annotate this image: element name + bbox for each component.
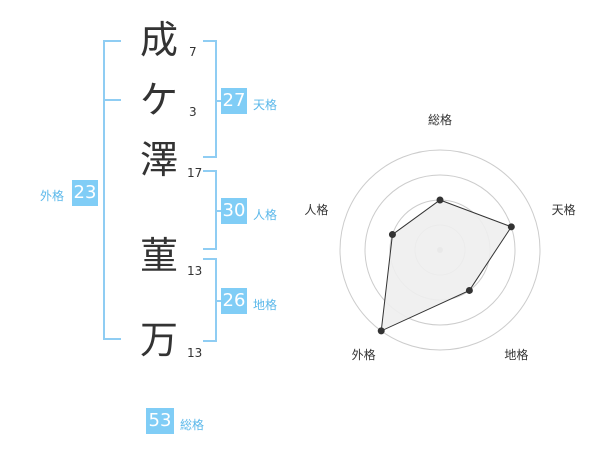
gaikaku-bracket-tick <box>103 99 121 101</box>
gaikaku-bracket <box>103 40 121 340</box>
chikaku-bracket-tick <box>215 300 222 302</box>
radar-points <box>377 196 515 335</box>
stroke-count-3: 17 <box>187 166 203 180</box>
name-char-5: 万 <box>140 318 179 362</box>
stroke-count-1: 7 <box>189 45 197 59</box>
radar-polygon <box>380 199 513 332</box>
radar-axis-label-4: 人格 <box>304 202 328 217</box>
tenkaku-label: 天格 <box>253 98 278 112</box>
stroke-count-2: 3 <box>189 105 197 119</box>
stroke-count-4: 13 <box>187 264 203 278</box>
radar-axis-label-0: 総格 <box>428 112 452 127</box>
radar-ring-3 <box>364 174 516 326</box>
radar-point-0 <box>436 196 444 204</box>
name-char-3: 澤 <box>140 138 179 182</box>
radar-axis-label-2: 地格 <box>504 347 528 362</box>
tenkaku-badge: 27 <box>221 88 247 114</box>
radar-axis-label-3: 外格 <box>352 347 376 362</box>
jinkaku-label: 人格 <box>253 208 278 222</box>
gaikaku-label: 外格 <box>40 189 65 203</box>
chikaku-badge: 26 <box>221 288 247 314</box>
radar-axis-label-1: 天格 <box>552 202 576 217</box>
radar-ring-4 <box>339 149 541 351</box>
name-char-1: 成 <box>140 18 179 62</box>
radar-point-4 <box>388 231 396 239</box>
tenkaku-bracket-tick <box>215 100 222 102</box>
gaikaku-badge: 23 <box>72 180 98 206</box>
name-char-4: 菫 <box>140 234 179 278</box>
radar-point-2 <box>465 286 473 294</box>
soukaku-label: 総格 <box>180 418 205 432</box>
soukaku-badge: 53 <box>146 408 174 434</box>
radar-point-3 <box>377 327 385 335</box>
tenkaku-bracket <box>203 40 217 158</box>
jinkaku-bracket-tick <box>215 210 222 212</box>
jinkaku-badge: 30 <box>221 198 247 224</box>
radar-point-1 <box>507 223 515 231</box>
stroke-count-5: 13 <box>187 346 203 360</box>
chikaku-label: 地格 <box>253 298 278 312</box>
name-char-2: ケ <box>140 78 179 122</box>
